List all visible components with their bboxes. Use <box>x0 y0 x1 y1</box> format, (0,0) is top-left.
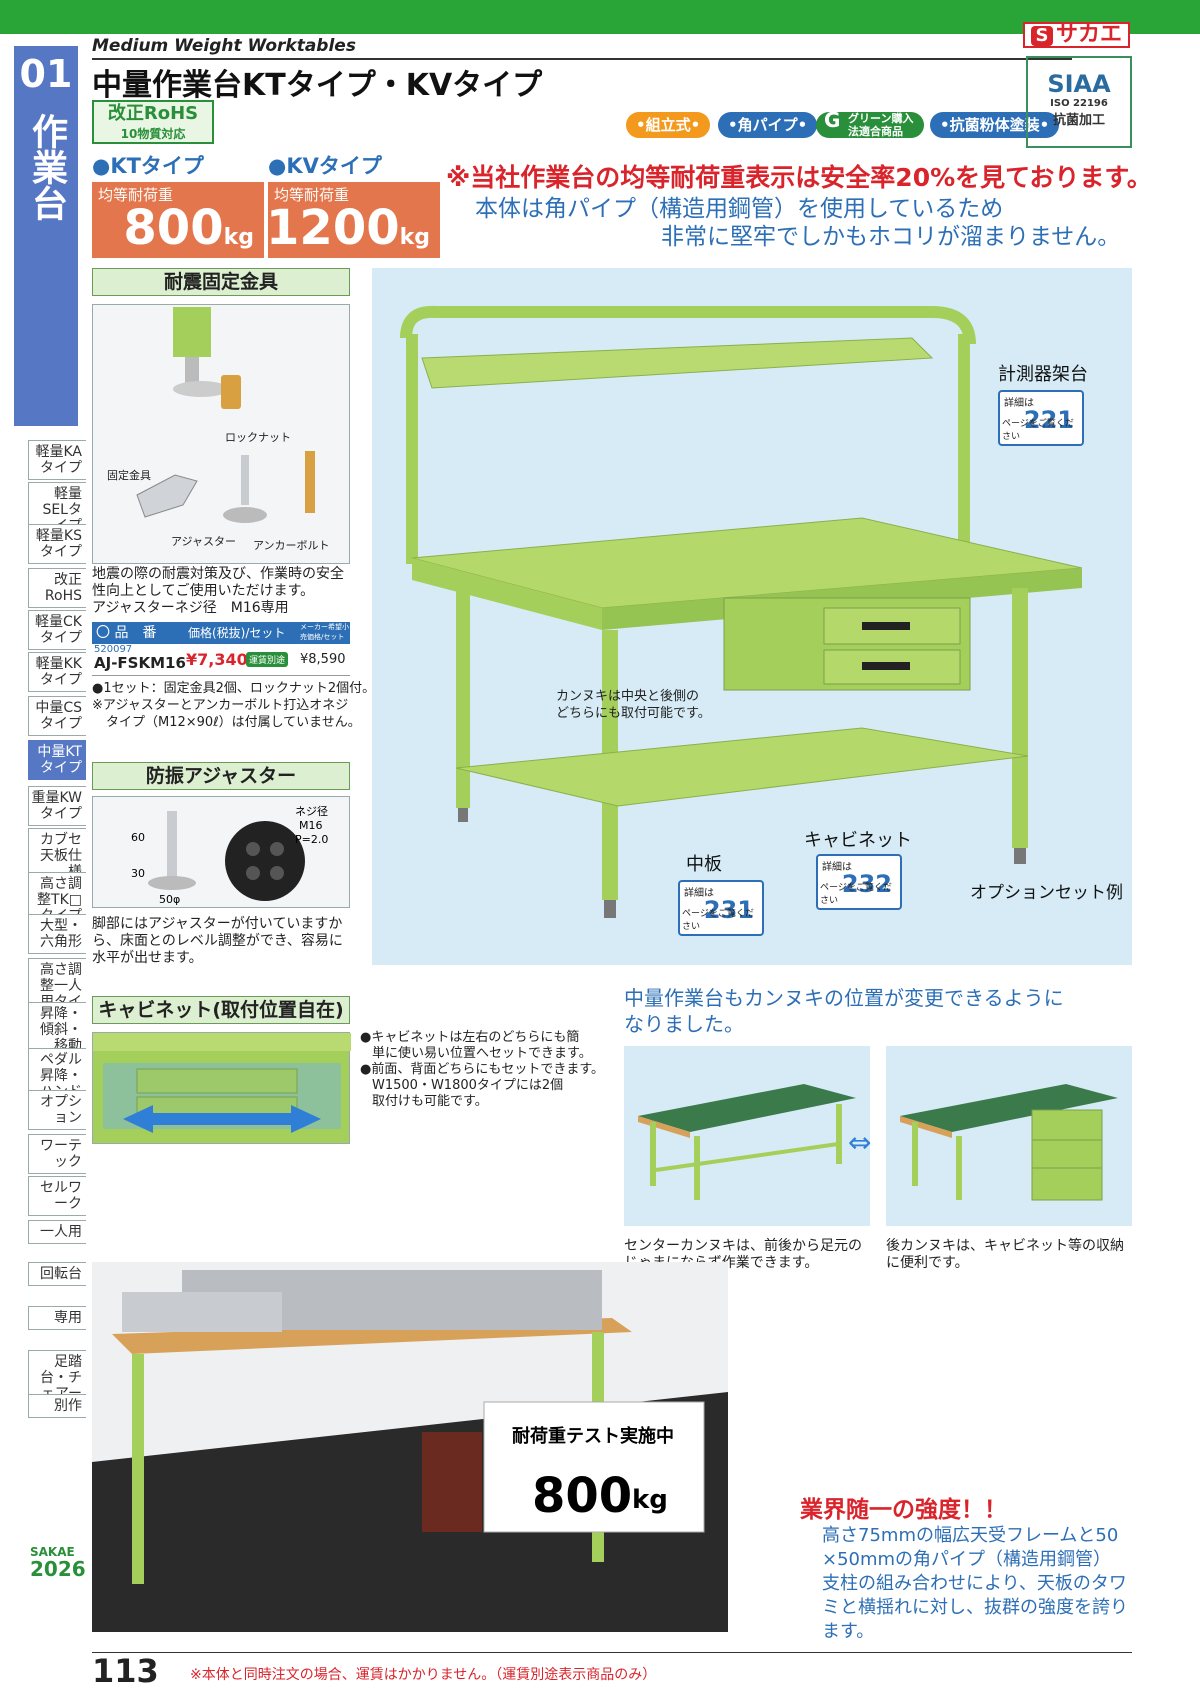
thread-size: M16 <box>299 819 323 832</box>
test-sign-unit: kg <box>632 1485 668 1515</box>
cabinet-photo <box>92 1032 351 1144</box>
subtitle-english: Medium Weight Worktables <box>92 36 356 56</box>
seismic-notes: ●1セット：固定金具2個、ロックナット2個付。※アジャスターとアンカーボルト打込… <box>92 681 376 730</box>
section-adjuster-title: 防振アジャスター <box>92 762 350 790</box>
swap-arrow-icon: ⇔ <box>848 1126 872 1159</box>
top-color-band <box>0 0 1200 34</box>
label-bracket: 固定金具 <box>107 468 151 482</box>
chapter-tab[interactable]: 01 作業台 <box>14 46 78 426</box>
type-kt-label: ●KTタイプ <box>92 154 204 178</box>
structure-notice: 本体は角パイプ（構造用鋼管）を使用しているため 非常に堅牢でしかもホコリが溜まり… <box>475 196 1121 250</box>
sidebar-item[interactable]: 回転台 <box>28 1262 86 1286</box>
label-adjuster: アジャスター <box>171 535 236 548</box>
rear-crossbar-table <box>900 1084 1118 1201</box>
sidebar-item[interactable]: 中量CSタイプ <box>28 696 86 736</box>
test-sign-value: 800 <box>532 1468 632 1524</box>
sidebar-item[interactable]: 専用 <box>28 1306 86 1330</box>
pill-square-pipe: •角パイプ• <box>718 112 818 138</box>
load-box-kt: 均等耐荷重 800kg <box>92 182 264 258</box>
sidebar-item[interactable]: 軽量KSタイプ <box>28 524 86 564</box>
crossbar-heading: 中量作業台もカンヌキの位置が変更できるようになりました。 <box>624 986 1064 1036</box>
load-test-photo: 耐荷重テスト実施中 800 kg <box>92 1262 728 1632</box>
shipping-footnote: ※本体と同時注文の場合、運賃はかかりません。（運賃別途表示商品のみ） <box>190 1667 657 1683</box>
pill-assembly: •組立式• <box>626 112 711 138</box>
thumb-rear-crossbar <box>886 1046 1132 1226</box>
seismic-description: 地震の際の耐震対策及び、作業時の安全性向上としてご使用いただけます。アジャスター… <box>92 566 344 616</box>
worktable-illustration <box>400 305 1083 918</box>
callout-mid-shelf: 中板 <box>686 854 722 875</box>
price-table-header: 〇 品 番 価格(税抜)/セット メーカー希望小売価格/セット <box>92 622 350 644</box>
strength-body: 高さ75mmの幅広天受フレームと50×50mmの角パイプ（構造用鋼管）支柱の組み… <box>822 1525 1128 1642</box>
seismic-photo: ロックナット 固定金具 アジャスター アンカーボルト <box>92 304 350 564</box>
chapter-number: 01 <box>19 52 73 96</box>
callout-option-example: オプションセット例 <box>970 883 1123 903</box>
product-id: 520097 <box>94 644 133 655</box>
sidebar-item[interactable]: 別作 <box>28 1394 86 1418</box>
adjuster-photo: 60 30 50φ ネジ径 M16 P=2.0 <box>92 796 350 908</box>
section-cabinet-title: キャビネット(取付位置自在) <box>92 996 350 1024</box>
sidebar-item[interactable]: セルワーク <box>28 1176 86 1216</box>
strength-title: 業界随一の強度！！ <box>800 1497 1007 1523</box>
dim-30: 30 <box>131 867 145 880</box>
seismic-hardware-illustration: ロックナット 固定金具 アジャスター アンカーボルト <box>107 307 330 552</box>
sidebar-item[interactable]: 大型・六角形 <box>28 914 86 954</box>
product-code: AJ-FSKM16 <box>94 654 186 672</box>
sidebar-item[interactable]: 一人用 <box>28 1220 86 1244</box>
page-number: 113 <box>92 1652 159 1690</box>
label-locknut: ロックナット <box>225 431 291 444</box>
load-box-kv: 均等耐荷重 1200kg <box>266 182 440 258</box>
sidebar-item[interactable]: 軽量KKタイプ <box>28 652 86 692</box>
pill-antibacterial: •抗菌粉体塗装• <box>930 112 1060 138</box>
center-crossbar-table <box>638 1084 856 1200</box>
cabinet-description: ●キャビネットは左右のどちらにも簡単に使い易い位置へセットできます。 ●前面、背… <box>360 1030 605 1109</box>
siaa-badge: SIAA ISO 22196 抗菌加工 <box>1026 56 1132 148</box>
footer-rule <box>92 1652 1132 1653</box>
product-msrp: ¥8,590 <box>300 652 346 667</box>
sidebar-item[interactable]: 改正RoHS <box>28 568 86 608</box>
sidebar-item[interactable]: 軽量CKタイプ <box>28 610 86 650</box>
shipping-tag: 運賃別途 <box>246 652 289 667</box>
dim-60: 60 <box>131 831 145 844</box>
type-kv-label: ●KVタイプ <box>268 154 382 178</box>
chapter-name: 作業台 <box>26 113 67 221</box>
dim-50: 50φ <box>159 893 180 906</box>
sidebar-item[interactable]: 軽量KAタイプ <box>28 440 86 480</box>
callout-crossbar: カンヌキは中央と後側のどちらにも取付可能です。 <box>556 689 711 721</box>
title-rule <box>92 58 1072 60</box>
callout-instrument-shelf: 計測器架台 <box>998 364 1088 385</box>
caption-rear-crossbar: 後カンヌキは、キャビネット等の収納に便利です。 <box>886 1238 1124 1271</box>
thread-label: ネジ径 <box>295 805 328 818</box>
test-sign-title: 耐荷重テスト実施中 <box>512 1425 674 1447</box>
sidebar-item[interactable]: ワーテック <box>28 1134 86 1174</box>
safety-notice: ※当社作業台の均等耐荷重表示は安全率20%を見ております。 <box>446 163 1152 192</box>
label-anchor: アンカーボルト <box>253 539 330 552</box>
thread-pitch: P=2.0 <box>295 833 328 846</box>
sidebar-item[interactable]: 中量KTタイプ <box>28 740 86 780</box>
price-row[interactable]: 520097 AJ-FSKM16 ¥7,340 運賃別途 ¥8,590 <box>92 644 350 676</box>
sidebar-item[interactable]: オプション <box>28 1090 86 1130</box>
callout-cabinet: キャビネット <box>804 830 912 851</box>
adjuster-illustration: 60 30 50φ ネジ径 M16 P=2.0 <box>131 805 328 906</box>
section-seismic-title: 耐震固定金具 <box>92 268 350 296</box>
adjuster-description: 脚部にはアジャスターが付いていますから、床面とのレベル調整ができ、容易に水平が出… <box>92 916 343 966</box>
page-title: 中量作業台KTタイプ・KVタイプ <box>92 68 543 103</box>
cabinet-slide-illustration <box>93 1033 351 1133</box>
product-price: ¥7,340 <box>186 650 248 669</box>
thumb-center-crossbar <box>624 1046 870 1226</box>
sidebar-item[interactable]: 重量KWタイプ <box>28 786 86 826</box>
